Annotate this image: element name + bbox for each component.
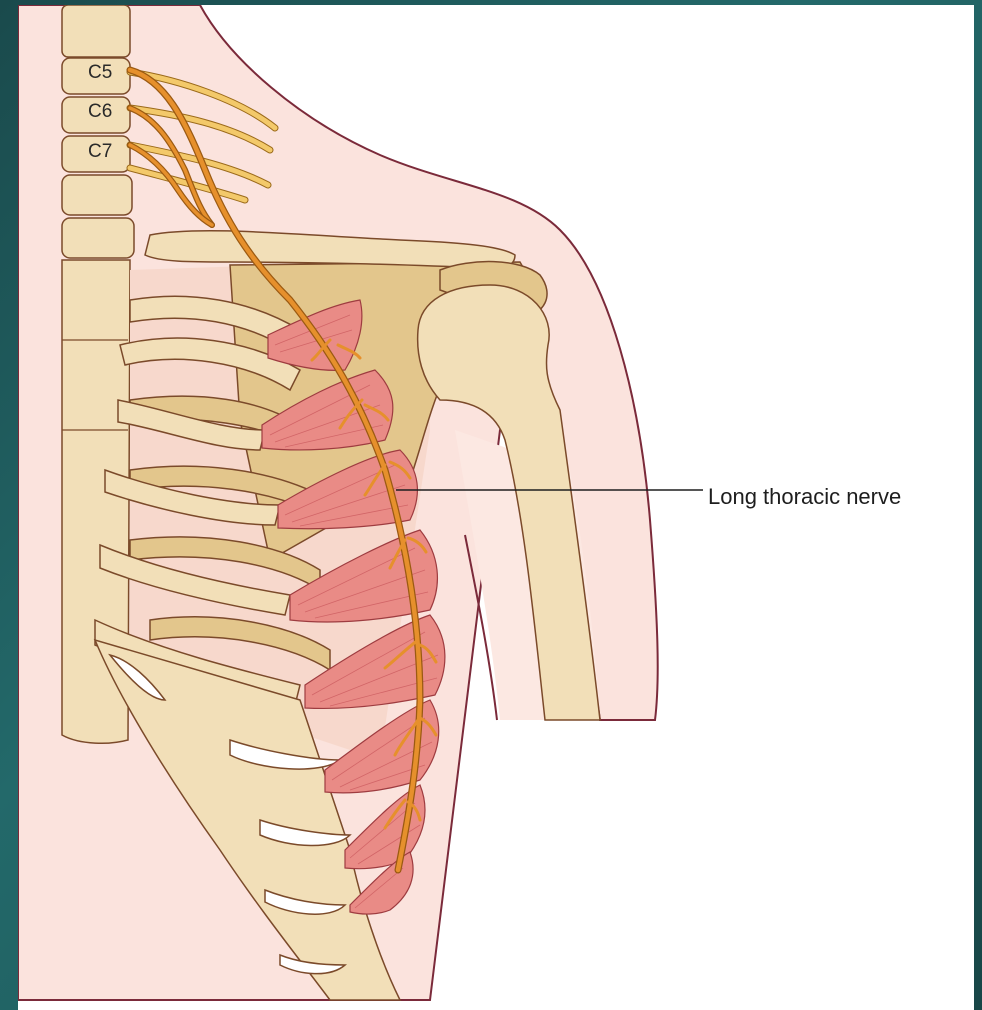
cervical-vertebrae [62,5,134,258]
anatomy-illustration: C5 C6 C7 Long thoracic nerve [18,5,974,1010]
c6-label: C6 [88,102,112,121]
c5-label: C5 [88,63,112,82]
c7-label: C7 [88,142,112,161]
long-thoracic-nerve-label: Long thoracic nerve [708,486,901,508]
